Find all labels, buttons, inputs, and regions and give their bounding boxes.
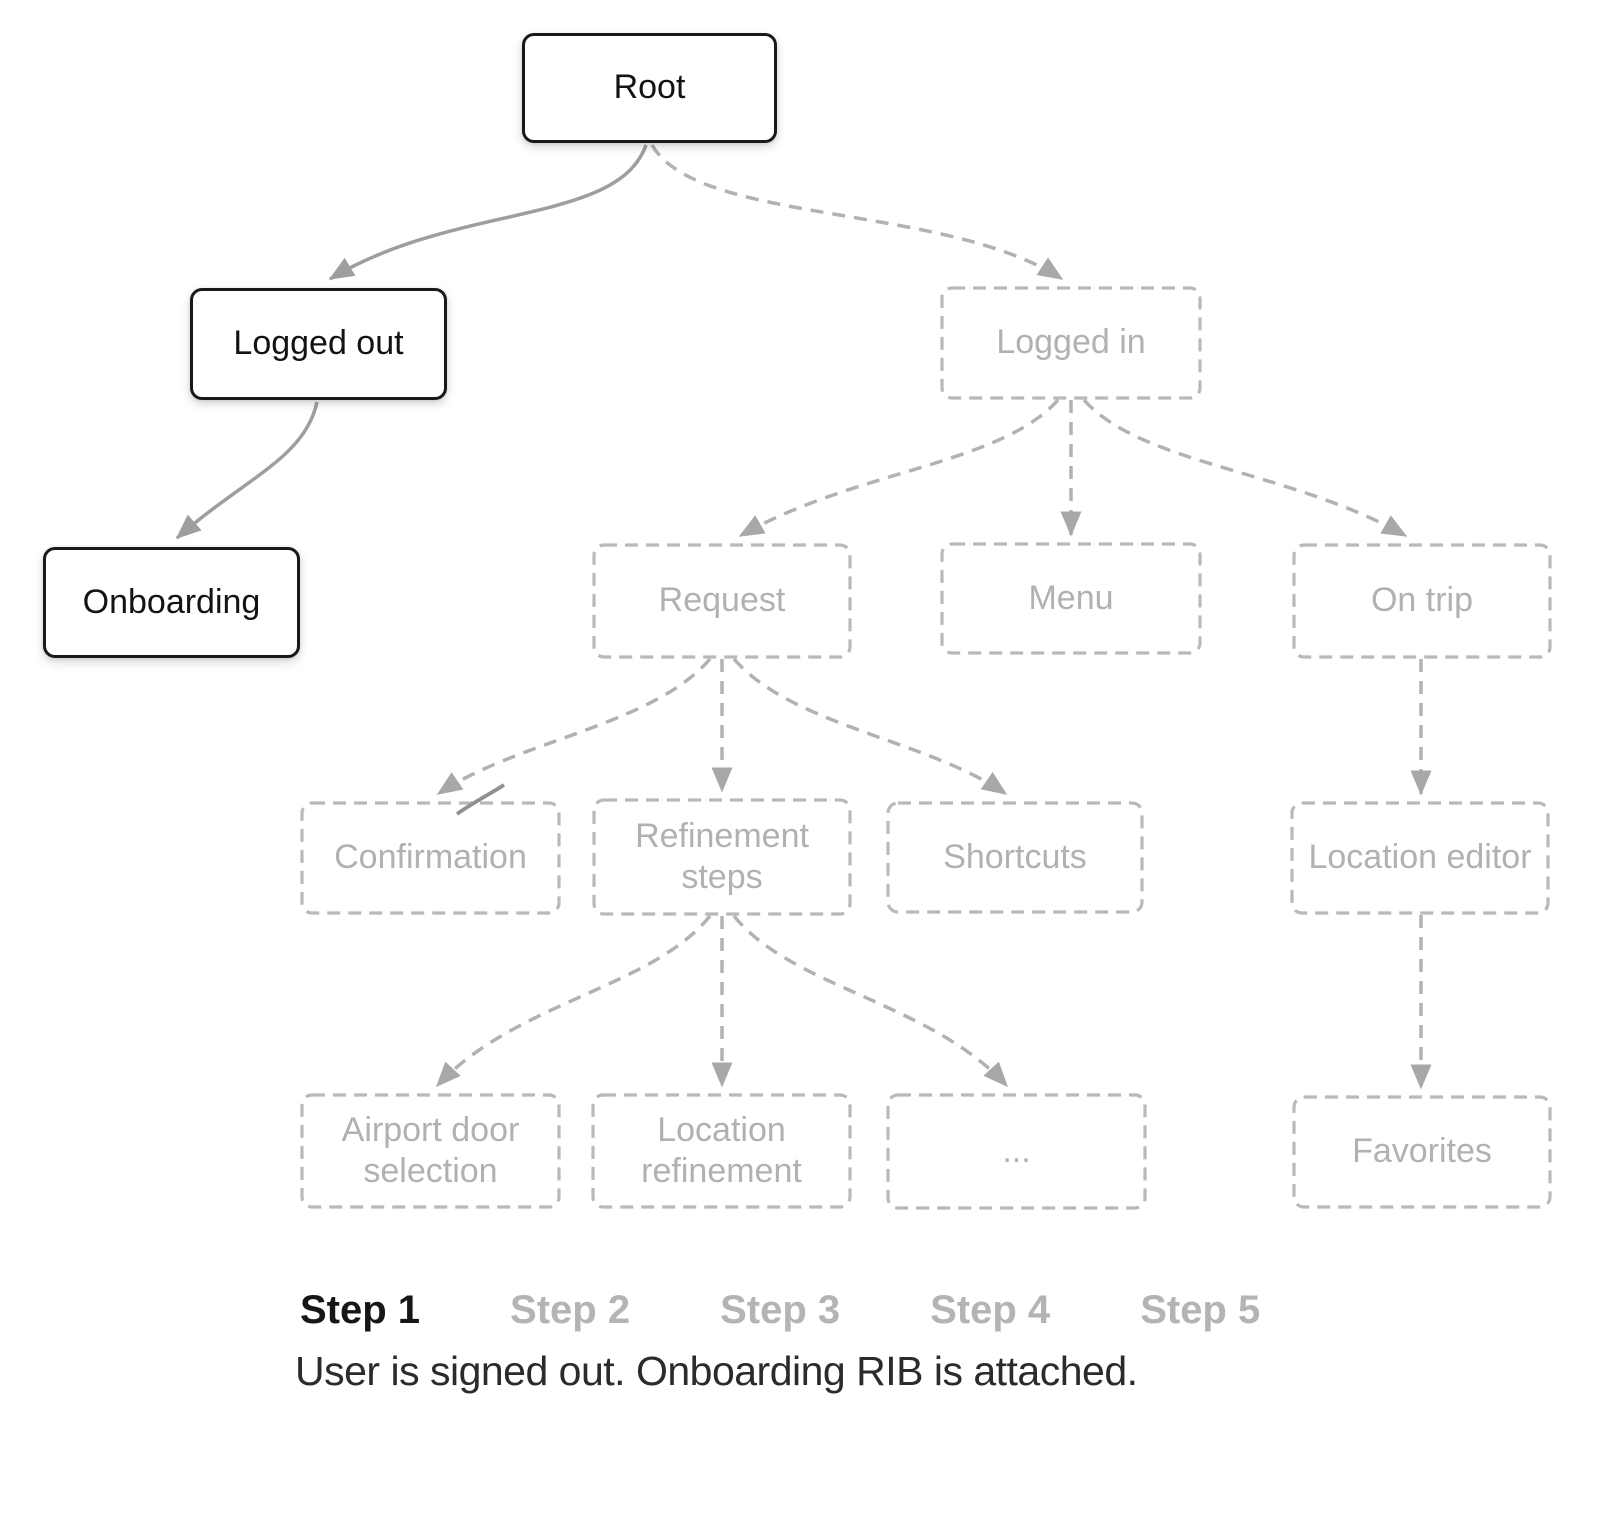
node-border-request	[592, 543, 852, 659]
node-logged-in: Logged in	[942, 288, 1200, 398]
edge-request-to-confirmation	[436, 657, 712, 796]
node-shortcuts: Shortcuts	[888, 803, 1142, 912]
step-tab-5[interactable]: Step 5	[1140, 1288, 1261, 1332]
node-border-location-editor	[1290, 801, 1550, 915]
edge-logged-in-to-on-trip	[1082, 398, 1408, 538]
step-caption: User is signed out. Onboarding RIB is at…	[295, 1348, 1138, 1394]
node-location-editor: Location editor	[1292, 803, 1548, 913]
node-root-label: Root	[613, 68, 686, 107]
node-on-trip-label: On trip	[1370, 581, 1474, 620]
node-border-confirmation	[300, 801, 561, 915]
node-request-label: Request	[658, 581, 786, 620]
node-menu-label: Menu	[1028, 578, 1114, 617]
node-menu: Menu	[942, 544, 1200, 653]
node-border-favorites	[1292, 1095, 1552, 1209]
node-border-logged-in	[940, 286, 1202, 400]
node-location-refinement-label: Location refinement	[641, 1110, 802, 1190]
node-on-trip: On trip	[1294, 545, 1550, 657]
node-border-airport-door-selection	[300, 1093, 561, 1209]
step-tab-1[interactable]: Step 1	[300, 1288, 421, 1332]
node-onboarding: Onboarding	[43, 547, 300, 658]
node-request: Request	[594, 545, 850, 657]
node-location-refinement: Location refinement	[593, 1095, 850, 1207]
node-logged-out: Logged out	[190, 288, 447, 400]
node-more-label: ...	[1002, 1131, 1031, 1170]
step-tab-3[interactable]: Step 3	[720, 1288, 841, 1332]
node-favorites: Favorites	[1294, 1097, 1550, 1207]
node-shortcuts-label: Shortcuts	[943, 837, 1087, 876]
node-more: ...	[888, 1095, 1145, 1208]
node-confirmation-label: Confirmation	[334, 838, 527, 877]
edge-logged-in-to-request	[738, 398, 1060, 538]
node-border-more	[886, 1093, 1147, 1210]
edge-refinement-steps-to-more	[732, 914, 1009, 1088]
edge-request-to-shortcuts	[732, 657, 1008, 796]
node-airport-door-selection: Airport door selection	[302, 1095, 559, 1207]
node-refinement-steps-label: Refinement steps	[635, 816, 809, 896]
node-border-shortcuts	[886, 801, 1144, 914]
stepper: Step 1 Step 2 Step 3 Step 4 Step 5	[300, 1288, 1260, 1333]
node-refinement-steps: Refinement steps	[594, 800, 850, 914]
node-onboarding-label: Onboarding	[82, 582, 261, 621]
node-border-on-trip	[1292, 543, 1552, 659]
edge-root-to-logged-in	[650, 144, 1064, 281]
node-location-editor-label: Location editor	[1308, 838, 1532, 877]
node-logged-out-label: Logged out	[233, 324, 404, 363]
step-tab-4[interactable]: Step 4	[930, 1288, 1051, 1332]
edge-root-to-logged-out	[328, 144, 648, 281]
edge-artifact-segment	[455, 783, 506, 816]
node-border-menu	[940, 542, 1202, 655]
node-airport-door-selection-label: Airport door selection	[341, 1110, 520, 1190]
edge-refinement-steps-to-airport-door-selection	[435, 914, 712, 1088]
node-border-refinement-steps	[592, 798, 852, 916]
step-tab-2[interactable]: Step 2	[510, 1288, 631, 1332]
node-logged-in-label: Logged in	[996, 323, 1146, 362]
node-confirmation: Confirmation	[302, 803, 559, 913]
node-root: Root	[522, 33, 777, 143]
edge-logged-out-to-onboarding	[175, 401, 319, 540]
node-border-location-refinement	[591, 1093, 852, 1209]
node-favorites-label: Favorites	[1352, 1132, 1492, 1171]
